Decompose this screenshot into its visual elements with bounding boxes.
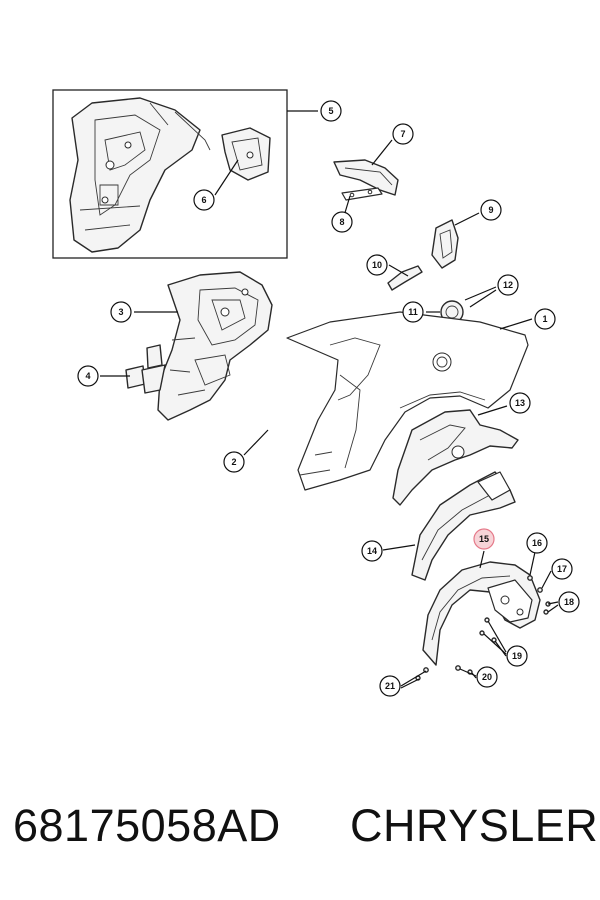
part-6-bracket <box>221 127 271 181</box>
callout-3[interactable]: 3 <box>110 301 132 323</box>
brand-name: CHRYSLER <box>350 800 599 851</box>
callout-1-label: 1 <box>542 314 547 324</box>
callout-16[interactable]: 16 <box>526 532 548 554</box>
part-7-bracket <box>333 159 399 196</box>
callout-8[interactable]: 8 <box>331 211 353 233</box>
callout-2[interactable]: 2 <box>223 451 245 473</box>
callout-3-label: 3 <box>118 307 123 317</box>
leader-lines <box>100 110 559 689</box>
callout-12[interactable]: 12 <box>497 274 519 296</box>
inset-frame <box>52 89 288 259</box>
callout-5[interactable]: 5 <box>320 100 342 122</box>
callout-14-label: 14 <box>367 546 377 556</box>
part-15-splash-shield <box>422 561 541 666</box>
part-14-wheelhouse-liner <box>411 471 516 581</box>
callout-12-label: 12 <box>503 280 513 290</box>
part-number: 68175058AD <box>13 800 281 851</box>
callout-7[interactable]: 7 <box>392 123 414 145</box>
callout-21-label: 21 <box>385 681 395 691</box>
callout-18[interactable]: 18 <box>558 591 580 613</box>
part-1-quarter-panel <box>286 311 529 491</box>
callout-10[interactable]: 10 <box>366 254 388 276</box>
part-4-gussets <box>125 344 166 394</box>
callout-8-label: 8 <box>339 217 344 227</box>
callout-19-label: 19 <box>512 651 522 661</box>
callout-20[interactable]: 20 <box>476 666 498 688</box>
callout-17[interactable]: 17 <box>551 558 573 580</box>
callout-11[interactable]: 11 <box>402 301 424 323</box>
callout-2-label: 2 <box>231 457 236 467</box>
callout-5-label: 5 <box>328 106 333 116</box>
callout-11-label: 11 <box>408 307 418 317</box>
part-13-upper-liner <box>392 409 519 506</box>
callout-19[interactable]: 19 <box>506 645 528 667</box>
callout-15[interactable]: 15 <box>473 528 495 550</box>
fasteners <box>415 575 551 681</box>
callout-13[interactable]: 13 <box>509 392 531 414</box>
callout-17-label: 17 <box>557 564 567 574</box>
callout-15-label: 15 <box>479 534 489 544</box>
part-8-strap <box>341 187 383 201</box>
callout-9[interactable]: 9 <box>480 199 502 221</box>
callout-16-label: 16 <box>532 538 542 548</box>
callout-7-label: 7 <box>400 129 405 139</box>
callout-10-label: 10 <box>372 260 382 270</box>
callout-20-label: 20 <box>482 672 492 682</box>
callout-14[interactable]: 14 <box>361 540 383 562</box>
part-5-inner-quarter-panel <box>69 97 211 253</box>
part-9-fuel-housing <box>431 219 459 269</box>
callout-21[interactable]: 21 <box>379 675 401 697</box>
callout-4-label: 4 <box>85 371 90 381</box>
part-10-bracket <box>387 265 423 291</box>
part-3-inner-panel <box>157 271 273 421</box>
callout-18-label: 18 <box>564 597 574 607</box>
callout-6[interactable]: 6 <box>193 189 215 211</box>
callout-4[interactable]: 4 <box>77 365 99 387</box>
callout-9-label: 9 <box>488 205 493 215</box>
callout-6-label: 6 <box>201 195 206 205</box>
callout-1[interactable]: 1 <box>534 308 556 330</box>
callout-13-label: 13 <box>515 398 525 408</box>
parts-diagram: 1 2 3 4 5 6 7 8 9 10 11 12 <box>52 89 580 697</box>
